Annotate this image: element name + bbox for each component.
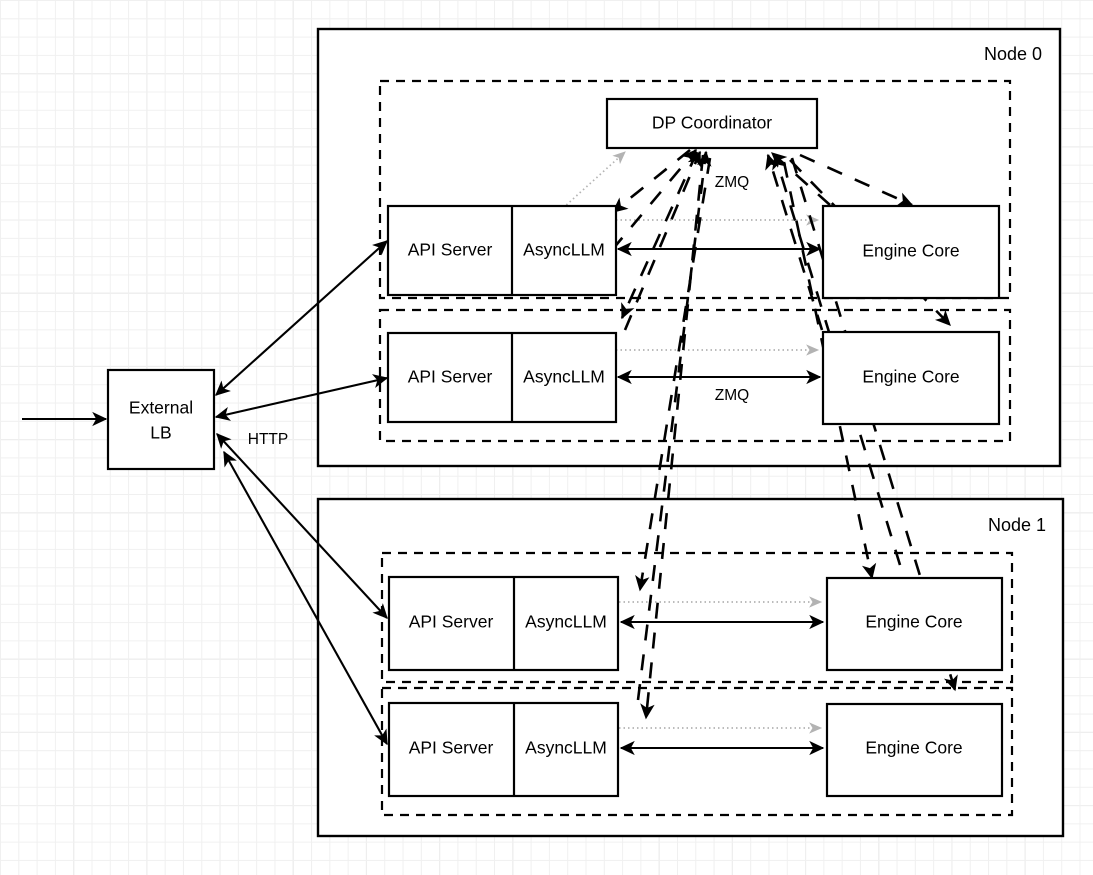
node-1-group-0-engine-core-label: Engine Core (865, 612, 962, 632)
node-1-group-1-engine-core-label: Engine Core (865, 738, 962, 758)
node-1-group-0-asyncllm-label: AsyncLLM (525, 612, 607, 632)
dp-coordinator-box[interactable] (605, 97, 819, 150)
node-0-group-0-engine-box[interactable] (821, 204, 1001, 300)
node-0-group-1-engine-box[interactable] (821, 330, 1001, 426)
node-0-group-0-asyncllm-label: AsyncLLM (523, 240, 605, 260)
dotted-link-asyncllm-coordinator (562, 151, 626, 209)
node-0-group-1-server-box[interactable] (386, 331, 618, 424)
http-label: HTTP (248, 431, 288, 448)
node-1-label: Node 1 (988, 515, 1046, 535)
dashed-asyncllm-n0g0-to-coordinator (611, 148, 697, 251)
node-0-group-0-boundary (378, 79, 1012, 300)
node-0-group-0-api-server-label: API Server (408, 240, 493, 260)
node-1-group-0-engine-box[interactable] (825, 576, 1004, 672)
node-1-group-1-asyncllm-label: AsyncLLM (525, 738, 607, 758)
node-1-group-1-api-server-label: API Server (409, 738, 494, 758)
node-0-group-0-engine-core-label: Engine Core (862, 241, 959, 261)
node-0-group-1-asyncllm-label: AsyncLLM (523, 367, 605, 387)
lb-link-n1g1 (223, 450, 388, 746)
external-lb-box[interactable] (106, 368, 216, 471)
dashed-asyncllm-n0g1-to-coordinator (623, 150, 702, 331)
node-0-group-0-server-box[interactable] (386, 204, 618, 297)
node-0-group-1-engine-core-label: Engine Core (862, 367, 959, 387)
zmq-label-top: ZMQ (715, 174, 749, 191)
node-1-group-1-server-box[interactable] (387, 701, 620, 798)
node-0-group-1-api-server-label: API Server (408, 367, 493, 387)
zmq-label-second: ZMQ (715, 387, 749, 404)
node-1-group-0-server-box[interactable] (387, 575, 620, 672)
dashed-coordinator-to-asyncllm-n0g1 (620, 151, 699, 320)
external-lb-label-line2: LB (150, 423, 171, 443)
node-1-group-0-api-server-label: API Server (409, 612, 494, 632)
node-1-group-1-engine-box[interactable] (825, 702, 1004, 798)
external-lb-label-line1: External (129, 398, 193, 418)
node-1-group-0-boundary (380, 551, 1014, 684)
lb-link-n0g1 (214, 374, 389, 421)
node-0-label: Node 0 (984, 44, 1042, 64)
lb-link-n0g0 (215, 240, 388, 396)
dashed-coordinator-to-engine-n0g0 (799, 153, 914, 207)
node-1-group-1-boundary (380, 686, 1014, 817)
dp-coordinator-label: DP Coordinator (652, 113, 772, 133)
